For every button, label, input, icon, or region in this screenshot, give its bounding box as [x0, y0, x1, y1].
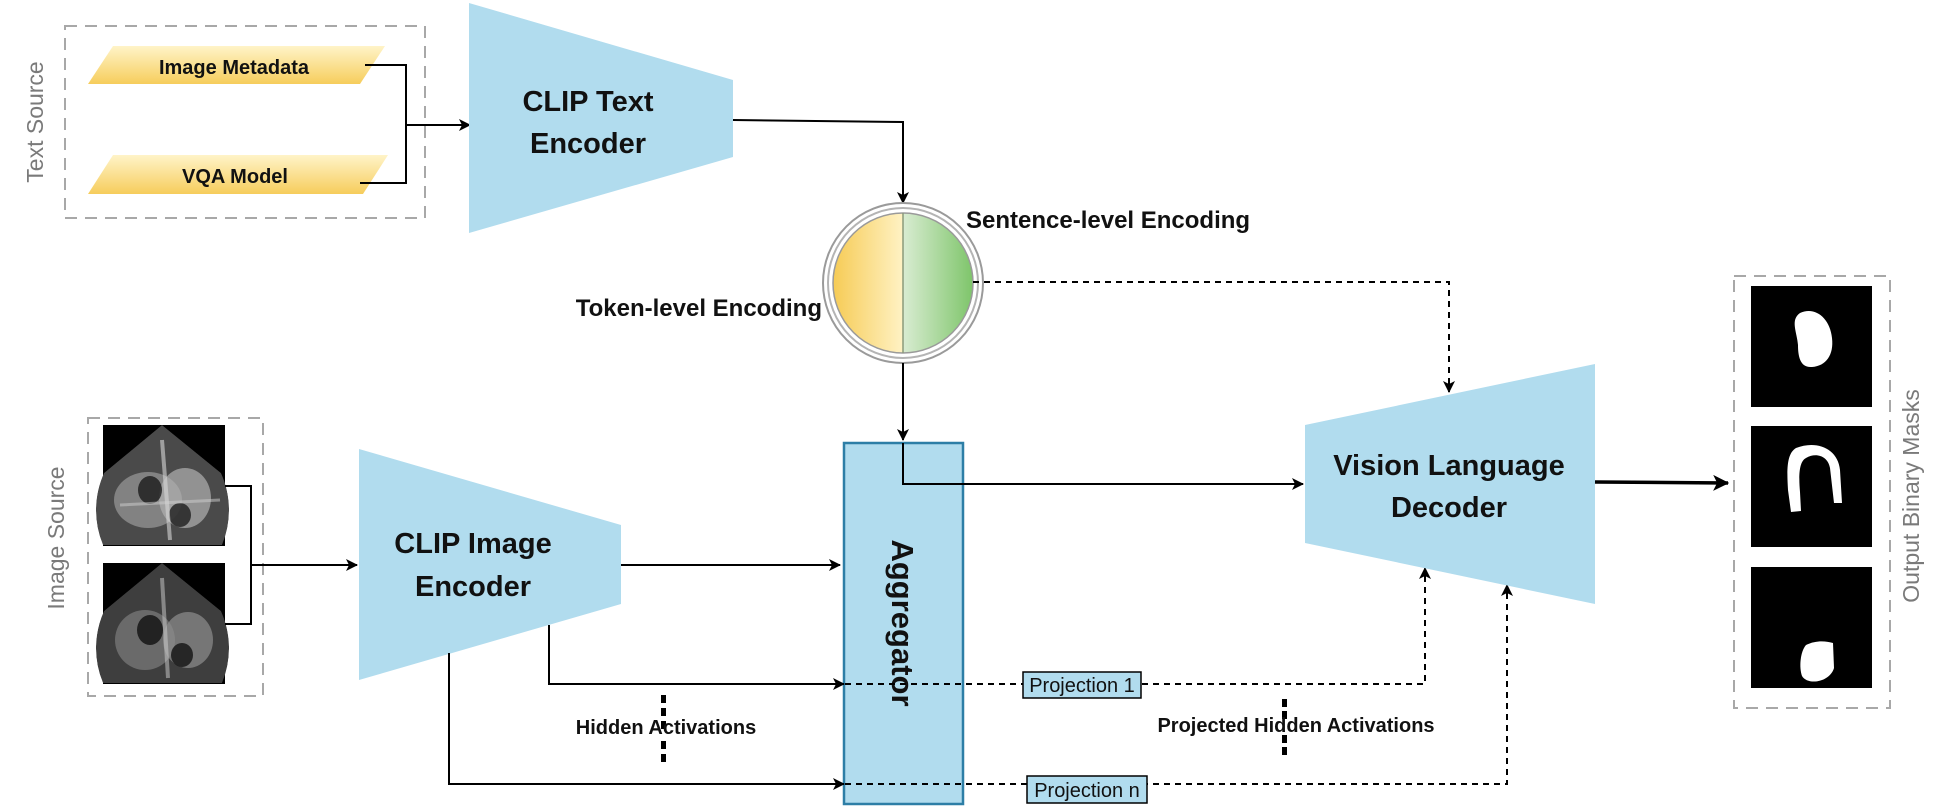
image-inputs-connector — [225, 485, 357, 625]
clip-text-encoder-block — [469, 3, 733, 233]
output-masks-box — [1733, 275, 1891, 709]
text-inputs-connector — [360, 64, 470, 184]
hidden-activation-n-arrow — [448, 653, 845, 790]
projection-n-label: Projection n — [1034, 780, 1140, 802]
projected-activations-ellipsis — [1282, 699, 1287, 755]
vqa-model-label: VQA Model — [182, 166, 288, 188]
output-binary-masks-label: Output Binary Masks — [1898, 389, 1924, 602]
aggregator-label: Aggregator — [885, 539, 920, 706]
hidden-activations-ellipsis — [661, 695, 666, 762]
sentence-to-decoder-arrow — [973, 281, 1455, 393]
projection-n-box — [1026, 775, 1148, 804]
clip-image-encoder-block — [359, 449, 621, 680]
output-mask-2 — [1751, 426, 1872, 547]
sentence-level-encoding-label: Sentence-level Encoding — [966, 207, 1250, 234]
decoder-label-line2: Decoder — [1391, 492, 1507, 524]
projected-hidden-activations-label: Projected Hidden Activations — [1157, 715, 1434, 737]
clip-image-encoder-label-line1: CLIP Image — [394, 528, 551, 560]
image-source-label: Image Source — [43, 466, 69, 609]
projection-1-box — [1022, 671, 1142, 699]
text-source-label: Text Source — [22, 61, 48, 182]
clip-image-encoder-label-line2: Encoder — [415, 571, 531, 603]
token-level-encoding-label: Token-level Encoding — [576, 295, 822, 322]
projection-1-label: Projection 1 — [1029, 675, 1135, 697]
vqa-model-input — [88, 155, 388, 194]
hidden-activation-1-arrow — [548, 625, 845, 690]
aggregator-block — [842, 441, 965, 806]
clip-text-encoder-label-line2: Encoder — [530, 128, 646, 160]
clip-text-encoder-label-line1: CLIP Text — [522, 86, 653, 118]
vision-language-decoder-block — [1305, 364, 1595, 604]
decoder-to-output-arrow — [1594, 474, 1730, 491]
hidden-activations-label: Hidden Activations — [576, 717, 756, 739]
text-source-box — [64, 25, 426, 219]
image-metadata-input — [88, 46, 385, 84]
image-metadata-label: Image Metadata — [159, 57, 310, 79]
text-to-encoding-arrow — [732, 119, 909, 204]
image-source-box — [87, 417, 264, 697]
decoder-label-line1: Vision Language — [1333, 450, 1565, 482]
aggregator-to-decoder-arrow — [902, 443, 1304, 490]
